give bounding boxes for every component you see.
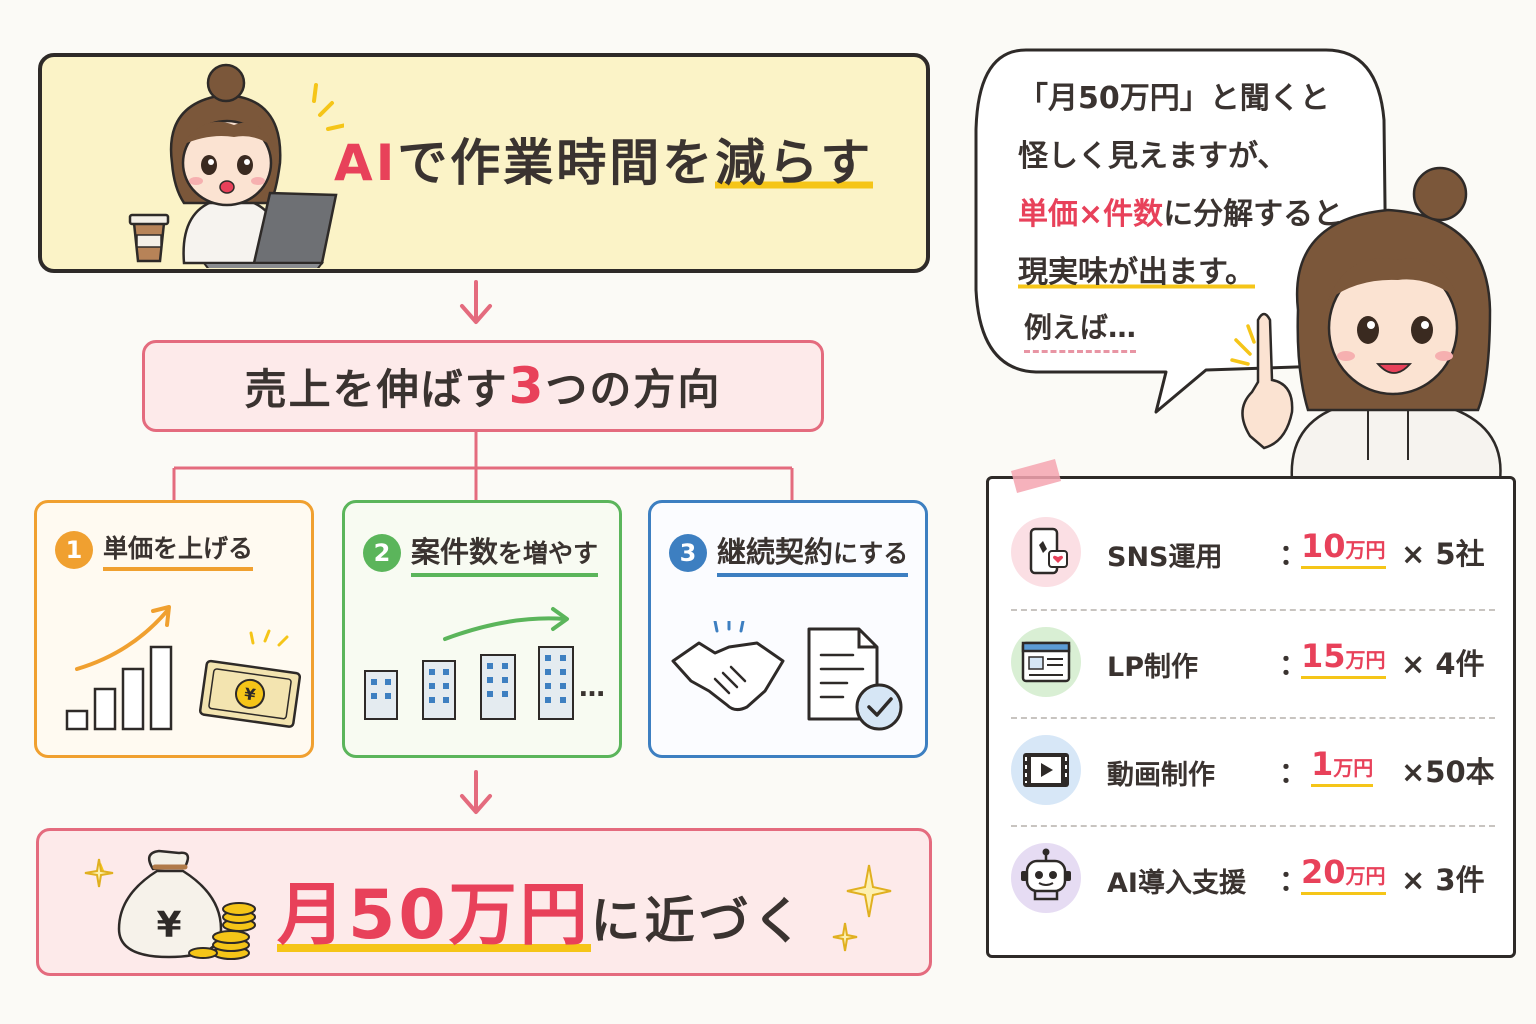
speech-bubble — [974, 48, 1388, 414]
bubble-line-4: 現実味が出ます。 — [1018, 255, 1255, 290]
example-colon: ： — [1279, 756, 1308, 789]
example-price: 1万円 — [1311, 745, 1374, 787]
example-label: 動画制作 — [1107, 760, 1215, 791]
girl-pointing-illustration — [1230, 166, 1502, 480]
example-multiplier: × 5社 — [1401, 537, 1485, 571]
goal-rest: に近づく — [590, 892, 807, 950]
example-colon: ： — [1279, 648, 1308, 681]
divider — [1011, 609, 1495, 611]
bubble-line-1: 「月50万円」と聞くと — [1018, 81, 1330, 116]
example-row: SNS運用 ： 10万円 × 5社 — [1011, 499, 1495, 607]
growth-chart-icon: ¥ — [65, 605, 301, 731]
card-title: 単価を上げる — [103, 529, 254, 571]
example-label: SNS運用 — [1107, 542, 1223, 573]
tree-connector — [172, 432, 794, 500]
contract-document-icon — [807, 627, 903, 731]
banknote-icon: ¥ — [198, 659, 301, 728]
title-ai: AI — [334, 134, 398, 192]
goal-text: 月50万円に近づく — [277, 859, 807, 958]
goal-box: ¥ 月50万円に近づく — [36, 828, 932, 976]
money-bag-icon: ¥ — [84, 849, 256, 960]
header-box: AIで作業時間を減らす — [38, 53, 930, 273]
smartphone-icon — [1011, 517, 1081, 587]
video-icon — [1011, 735, 1081, 805]
bubble-example: 例えば… — [1024, 306, 1137, 353]
divider — [1011, 717, 1495, 719]
title-mid: で作業時間を — [397, 134, 716, 192]
example-price: 10万円 — [1301, 527, 1386, 569]
card-case-count: 2 案件数を増やす … — [342, 500, 622, 758]
card-unit-price: 1 単価を上げる ¥ — [34, 500, 314, 758]
robot-icon — [1011, 843, 1081, 913]
card-number: 2 — [363, 534, 401, 572]
divider — [1011, 825, 1495, 827]
arrow-down-icon — [460, 280, 492, 324]
yen-sign: ¥ — [156, 905, 181, 946]
example-multiplier: × 4件 — [1401, 647, 1485, 681]
arrow-down-icon — [460, 770, 492, 814]
bubble-text: 「月50万円」と聞くと 怪しく見えますが、 単価×件数に分解すると 現実味が出ま… — [1018, 70, 1343, 302]
bubble-line-2: 怪しく見えますが、 — [1018, 139, 1288, 174]
goal-amount: 月50万円 — [277, 876, 591, 955]
title-end: 減らす — [715, 134, 874, 192]
example-colon: ： — [1279, 864, 1308, 897]
example-row: AI導入支援 ： 20万円 × 3件 — [1011, 825, 1495, 933]
ellipsis: … — [579, 673, 605, 703]
card-title: 継続契約にする — [717, 529, 909, 577]
example-label: AI導入支援 — [1107, 868, 1246, 899]
example-row: LP制作 ： 15万円 × 4件 — [1011, 609, 1495, 717]
example-card: SNS運用 ： 10万円 × 5社 LP制作 ： 15万円 × 4件 — [986, 459, 1516, 958]
card-number: 3 — [669, 534, 707, 572]
direction-post: つの方向 — [545, 364, 722, 414]
example-colon: ： — [1279, 538, 1308, 571]
example-price: 20万円 — [1301, 853, 1386, 895]
handshake-icon — [671, 621, 785, 712]
example-multiplier: × 3件 — [1401, 863, 1485, 897]
direction-num: 3 — [508, 357, 546, 415]
buildings-icon — [364, 607, 574, 720]
card-continuous-contract: 3 継続契約にする — [648, 500, 928, 758]
example-price: 15万円 — [1301, 637, 1386, 679]
tape-decoration — [1011, 459, 1061, 493]
example-multiplier: ×50本 — [1401, 755, 1495, 789]
webpage-icon — [1011, 627, 1081, 697]
example-label: LP制作 — [1107, 652, 1198, 683]
card-title: 案件数を増やす — [411, 529, 599, 577]
main-title: AIで作業時間を減らす — [334, 123, 874, 195]
example-row: 動画制作 ： 1万円 ×50本 — [1011, 717, 1495, 825]
direction-pre: 売上を伸ばす — [244, 364, 509, 414]
girl-laptop-illustration — [128, 63, 344, 268]
sparkle-icon — [832, 864, 892, 952]
bubble-line-3: 単価×件数に分解すると — [1018, 197, 1344, 232]
yen-sign: ¥ — [243, 684, 257, 704]
coins-icon — [188, 902, 256, 960]
card-number: 1 — [55, 531, 93, 569]
coffee-cup-icon — [128, 213, 170, 263]
